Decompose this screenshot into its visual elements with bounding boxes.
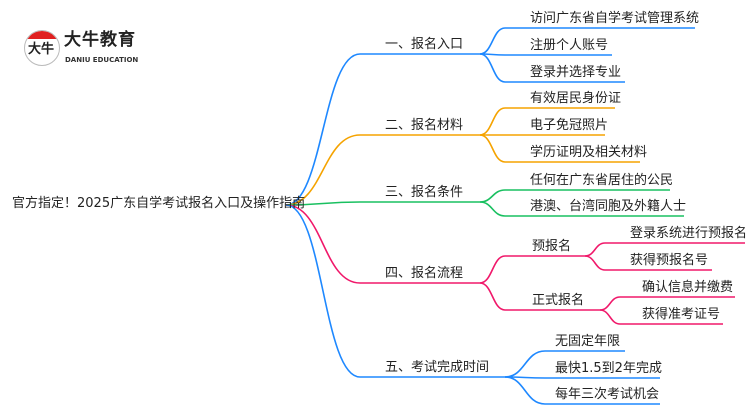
leaf-line [599, 296, 735, 311]
leaf-node: 登录并选择专业 [530, 65, 622, 80]
branch-line [285, 201, 480, 206]
leaf-line [479, 255, 585, 284]
leaf-line [479, 201, 684, 217]
branch-line [285, 53, 480, 206]
leaf-line [504, 376, 660, 405]
logo: 大牛 大牛教育 DANIU EDUCATION [22, 26, 152, 72]
branch-line [285, 204, 480, 284]
leaf-line [479, 53, 625, 83]
leaf-line [479, 189, 670, 203]
logo-subtitle: DANIU EDUCATION [65, 56, 139, 64]
sub-branch-node: 正式报名 [532, 293, 585, 308]
root-node: 官方指定！2025广东自学考试报名入口及操作指南 [12, 196, 306, 211]
sub-branch-node: 预报名 [532, 239, 572, 254]
branch-node: 三、报名条件 [385, 185, 464, 200]
leaf-line [599, 309, 723, 325]
logo-cap [25, 31, 59, 39]
leaf-node: 注册个人账号 [530, 38, 609, 53]
logo-name: 大牛教育 [64, 30, 136, 50]
logo-emblem: 大牛 [24, 30, 60, 66]
leaf-node: 访问广东省自学考试管理系统 [530, 11, 700, 26]
leaf-node: 电子免冠照片 [530, 118, 609, 133]
branch-node: 五、考试完成时间 [385, 360, 490, 375]
leaf-node: 有效居民身份证 [530, 91, 622, 106]
leaf-line [479, 107, 615, 136]
leaf-node: 确认信息并缴费 [642, 280, 734, 295]
leaf-line [479, 53, 612, 56]
leaf-node: 获得预报名号 [630, 253, 709, 268]
leaf-node: 获得准考证号 [642, 307, 721, 322]
leaf-node: 最快1.5到2年完成 [555, 361, 662, 376]
branch-node: 一、报名入口 [385, 37, 464, 52]
branch-line [285, 204, 505, 378]
leaf-node: 无固定年限 [555, 334, 621, 349]
branch-line [285, 134, 480, 206]
leaf-node: 每年三次考试机会 [555, 387, 660, 402]
leaf-line [584, 255, 712, 271]
logo-mark: 大牛 [28, 42, 55, 57]
leaf-line [479, 282, 600, 311]
leaf-line [479, 27, 695, 55]
branch-node: 二、报名材料 [385, 118, 464, 133]
leaf-node: 港澳、台湾同胞及外籍人士 [530, 199, 687, 214]
leaf-line [504, 350, 625, 378]
branch-node: 四、报名流程 [385, 266, 464, 281]
leaf-node: 学历证明及相关材料 [530, 145, 648, 160]
leaf-node: 任何在广东省居住的公民 [530, 173, 674, 188]
leaf-line [504, 376, 660, 379]
leaf-line [584, 242, 745, 257]
leaf-line [479, 134, 640, 163]
leaf-node: 登录系统进行预报名 [630, 226, 748, 241]
